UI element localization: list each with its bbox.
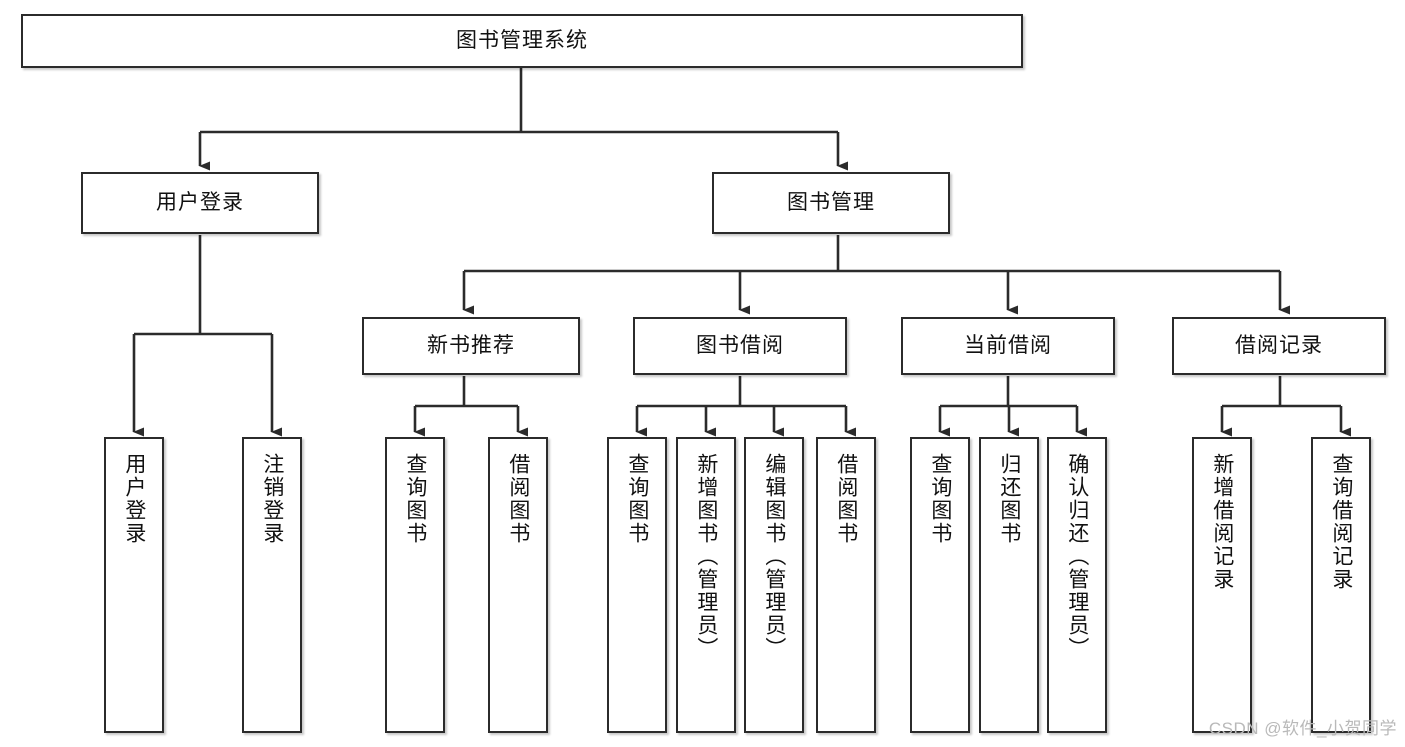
node-root[interactable]: 图书管理系统 bbox=[21, 14, 1023, 68]
leaf-query-book-borrow-label: 查询图书 bbox=[625, 453, 649, 545]
node-current-borrow[interactable]: 当前借阅 bbox=[901, 317, 1115, 375]
leaf-borrow-book-borrow-label: 借阅图书 bbox=[834, 453, 858, 545]
leaf-add-book-admin-label: 新增图书（管理员） bbox=[694, 453, 718, 660]
node-book-management-label: 图书管理 bbox=[787, 191, 875, 215]
node-book-borrow[interactable]: 图书借阅 bbox=[633, 317, 847, 375]
node-new-book-recommend-label: 新书推荐 bbox=[427, 334, 515, 358]
leaf-borrow-book-newbook-label: 借阅图书 bbox=[506, 453, 530, 545]
leaf-query-book-borrow[interactable]: 查询图书 bbox=[607, 437, 667, 733]
node-user-login[interactable]: 用户登录 bbox=[81, 172, 319, 234]
node-user-login-label: 用户登录 bbox=[156, 191, 244, 215]
leaf-query-book-current-label: 查询图书 bbox=[928, 453, 952, 545]
leaf-user-login-label: 用户登录 bbox=[122, 453, 146, 545]
node-borrow-record[interactable]: 借阅记录 bbox=[1172, 317, 1386, 375]
leaf-add-borrow-record[interactable]: 新增借阅记录 bbox=[1192, 437, 1252, 733]
node-borrow-record-label: 借阅记录 bbox=[1235, 334, 1323, 358]
leaf-logout-label: 注销登录 bbox=[260, 453, 284, 545]
leaf-query-book-newbook[interactable]: 查询图书 bbox=[385, 437, 445, 733]
leaf-return-book[interactable]: 归还图书 bbox=[979, 437, 1039, 733]
node-root-label: 图书管理系统 bbox=[456, 29, 588, 53]
leaf-edit-book-admin[interactable]: 编辑图书（管理员） bbox=[744, 437, 804, 733]
leaf-add-borrow-record-label: 新增借阅记录 bbox=[1210, 453, 1234, 591]
leaf-query-borrow-record[interactable]: 查询借阅记录 bbox=[1311, 437, 1371, 733]
leaf-borrow-book-borrow[interactable]: 借阅图书 bbox=[816, 437, 876, 733]
leaf-query-book-current[interactable]: 查询图书 bbox=[910, 437, 970, 733]
leaf-return-book-label: 归还图书 bbox=[997, 453, 1021, 545]
node-book-borrow-label: 图书借阅 bbox=[696, 334, 784, 358]
node-current-borrow-label: 当前借阅 bbox=[964, 334, 1052, 358]
leaf-query-borrow-record-label: 查询借阅记录 bbox=[1329, 453, 1353, 591]
node-new-book-recommend[interactable]: 新书推荐 bbox=[362, 317, 580, 375]
leaf-logout[interactable]: 注销登录 bbox=[242, 437, 302, 733]
leaf-add-book-admin[interactable]: 新增图书（管理员） bbox=[676, 437, 736, 733]
csdn-watermark: CSDN @软件_小贺同学 bbox=[1208, 719, 1397, 738]
leaf-borrow-book-newbook[interactable]: 借阅图书 bbox=[488, 437, 548, 733]
leaf-query-book-newbook-label: 查询图书 bbox=[403, 453, 427, 545]
leaf-user-login[interactable]: 用户登录 bbox=[104, 437, 164, 733]
leaf-confirm-return-admin[interactable]: 确认归还（管理员） bbox=[1047, 437, 1107, 733]
node-book-management[interactable]: 图书管理 bbox=[712, 172, 950, 234]
leaf-edit-book-admin-label: 编辑图书（管理员） bbox=[762, 453, 786, 660]
leaf-confirm-return-admin-label: 确认归还（管理员） bbox=[1065, 453, 1089, 660]
